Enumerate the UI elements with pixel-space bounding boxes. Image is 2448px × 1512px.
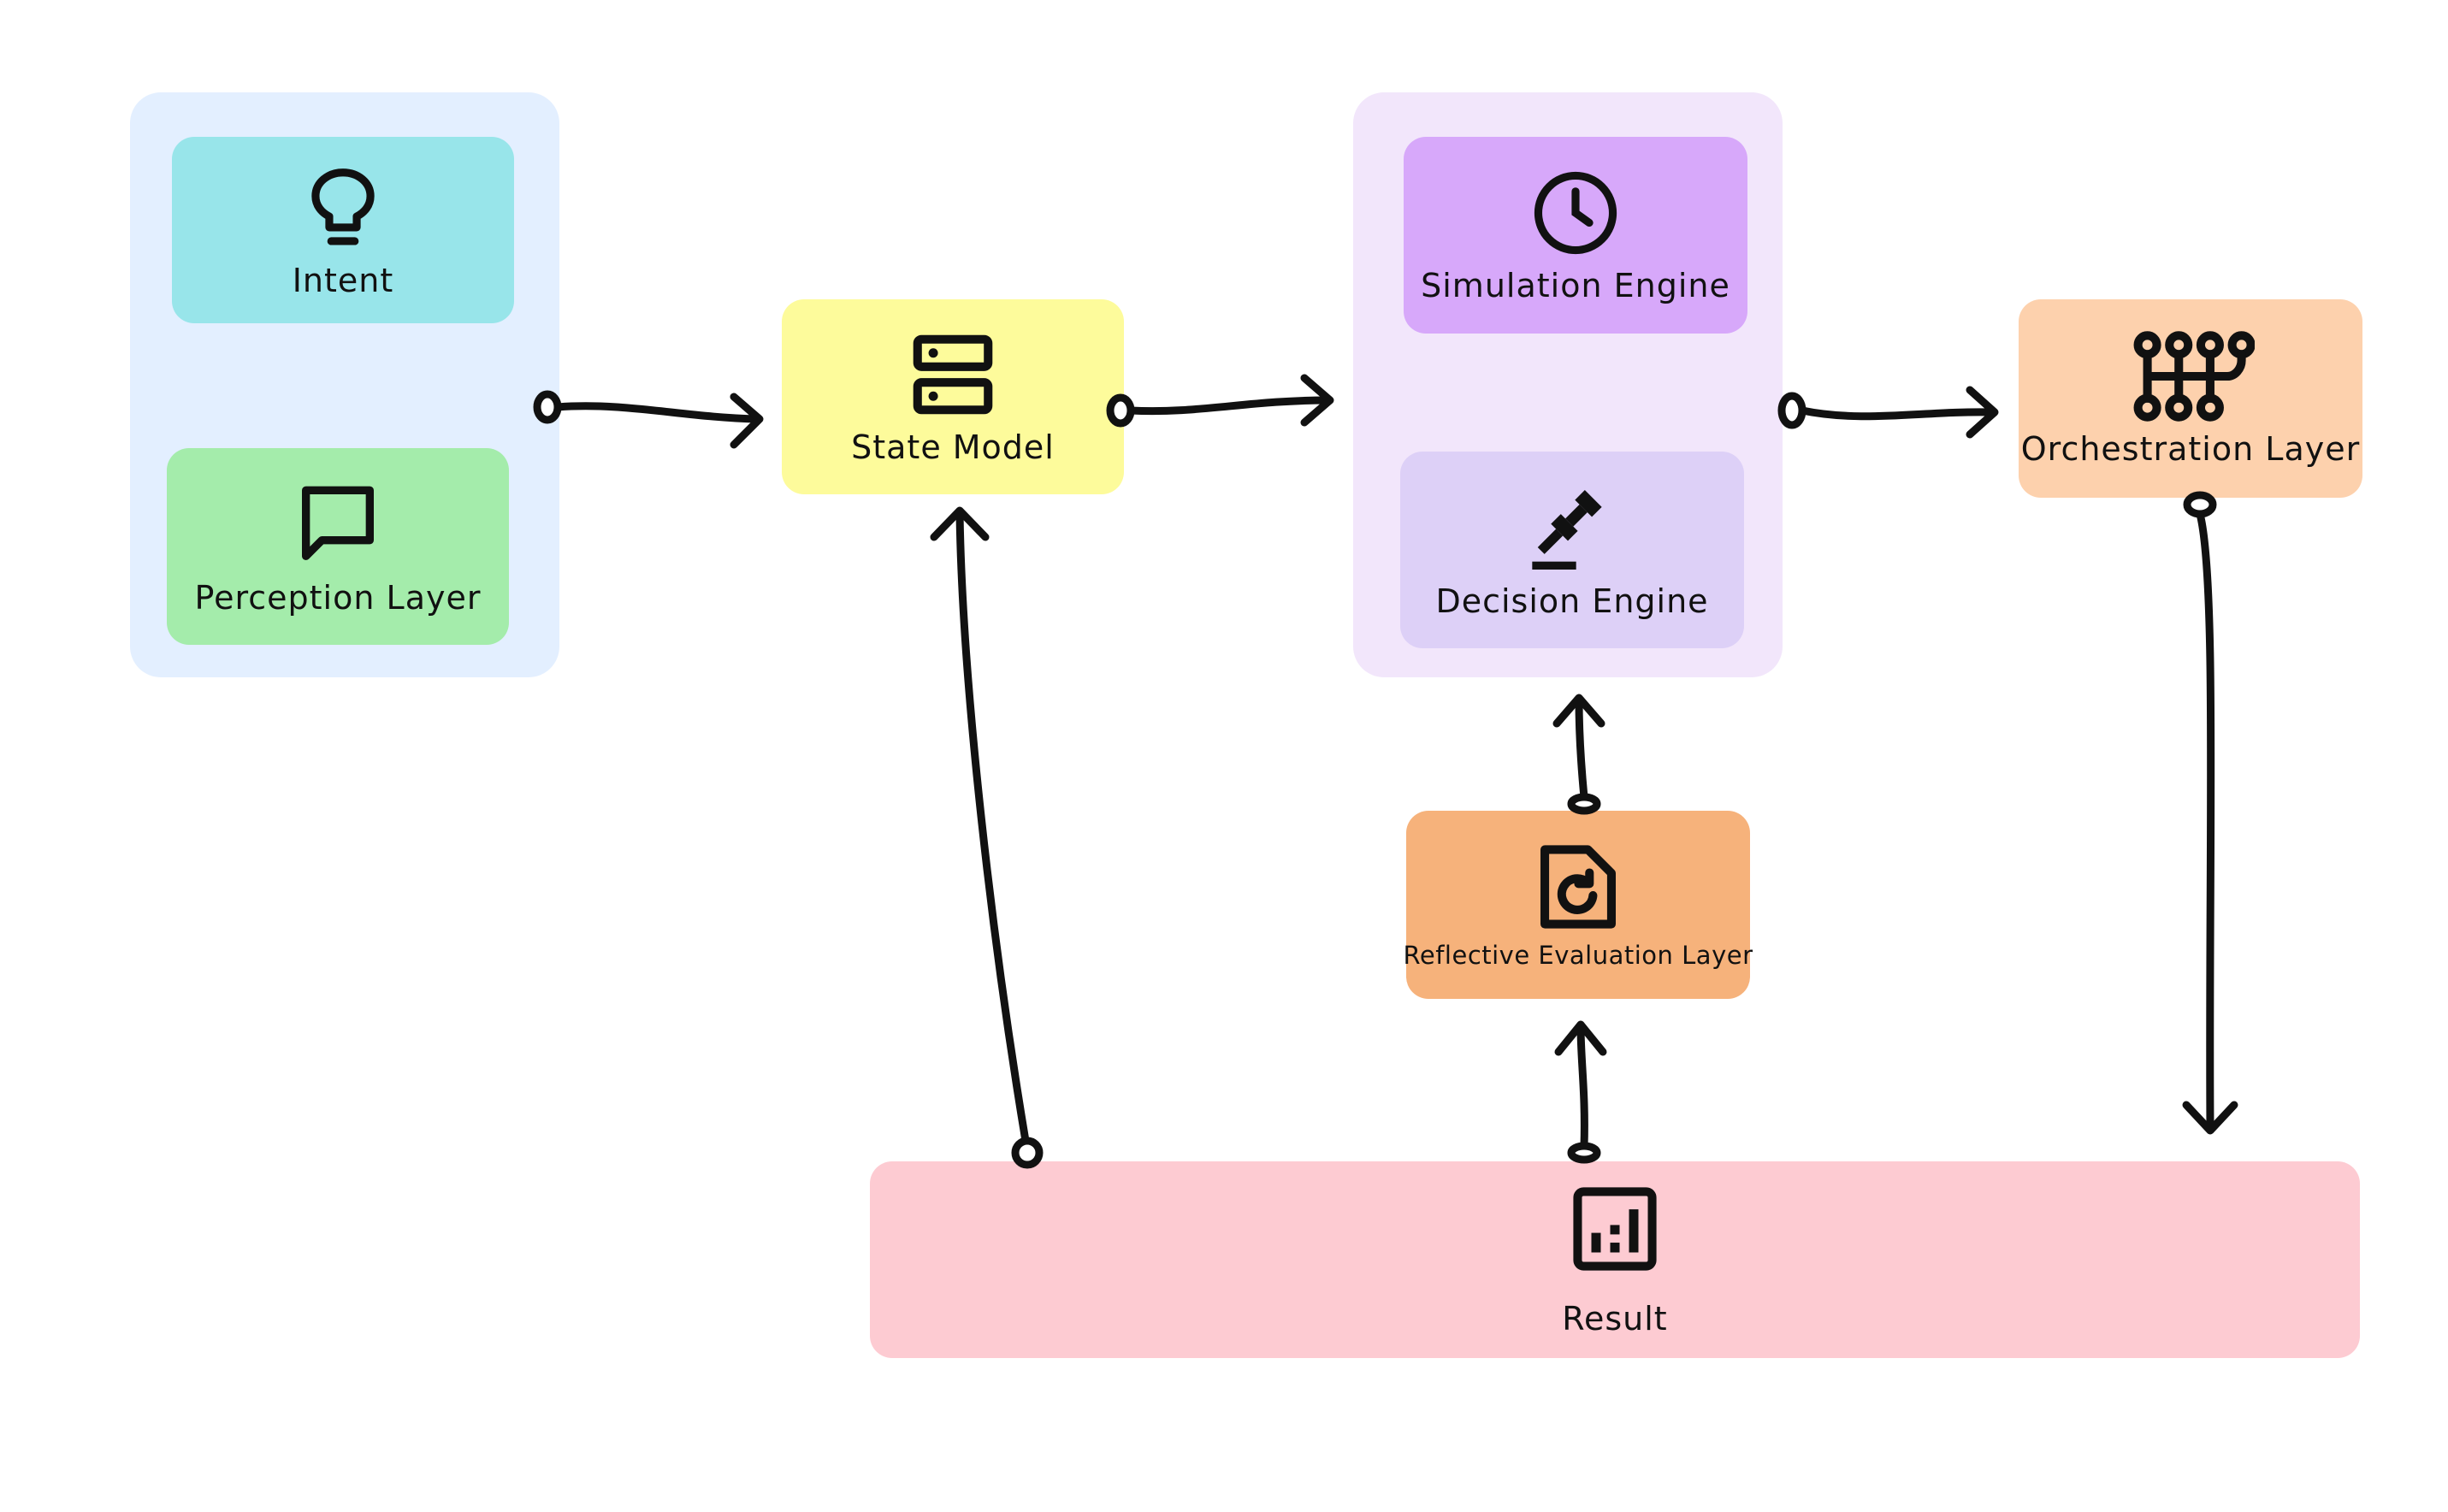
perception-layer-label: Perception Layer [194,579,482,617]
simulation-engine-node[interactable]: Simulation Engine [1404,137,1747,334]
edge-reflective-to-engines [1552,694,1605,815]
edge-perception-to-state [533,390,764,449]
bar-chart-icon [1573,1187,1657,1271]
intent-node[interactable]: Intent [172,137,514,323]
edge-engines-to-orchestration [1777,386,1999,439]
command-key-icon [2133,331,2255,422]
result-node[interactable]: Result [870,1161,2360,1358]
edge-result-to-state [930,506,1044,1169]
lightbulb-icon [311,168,375,245]
chat-bubble-icon [302,486,375,560]
orchestration-layer-label: Orchestration Layer [2020,430,2361,468]
reflective-evaluation-layer-label: Reflective Evaluation Layer [1403,941,1753,970]
simulation-engine-label: Simulation Engine [1421,267,1730,304]
result-label: Result [1562,1300,1668,1338]
decision-engine-node[interactable]: Decision Engine [1400,452,1744,648]
gavel-icon [1532,490,1602,570]
orchestration-layer-node[interactable]: Orchestration Layer [2019,299,2362,498]
perception-layer-node[interactable]: Perception Layer [167,448,509,645]
reflective-evaluation-layer-node[interactable]: Reflective Evaluation Layer [1403,811,1753,999]
clock-icon [1534,171,1617,255]
state-model-node[interactable]: State Model [782,299,1124,494]
edge-result-to-reflective [1554,1020,1607,1164]
server-icon [913,334,993,415]
edge-state-to-engines [1106,374,1334,428]
state-model-label: State Model [851,428,1055,466]
document-refresh-icon [1540,845,1616,929]
edge-orchestration-to-result [2182,491,2238,1135]
decision-engine-label: Decision Engine [1435,582,1709,620]
intent-label: Intent [292,262,394,299]
